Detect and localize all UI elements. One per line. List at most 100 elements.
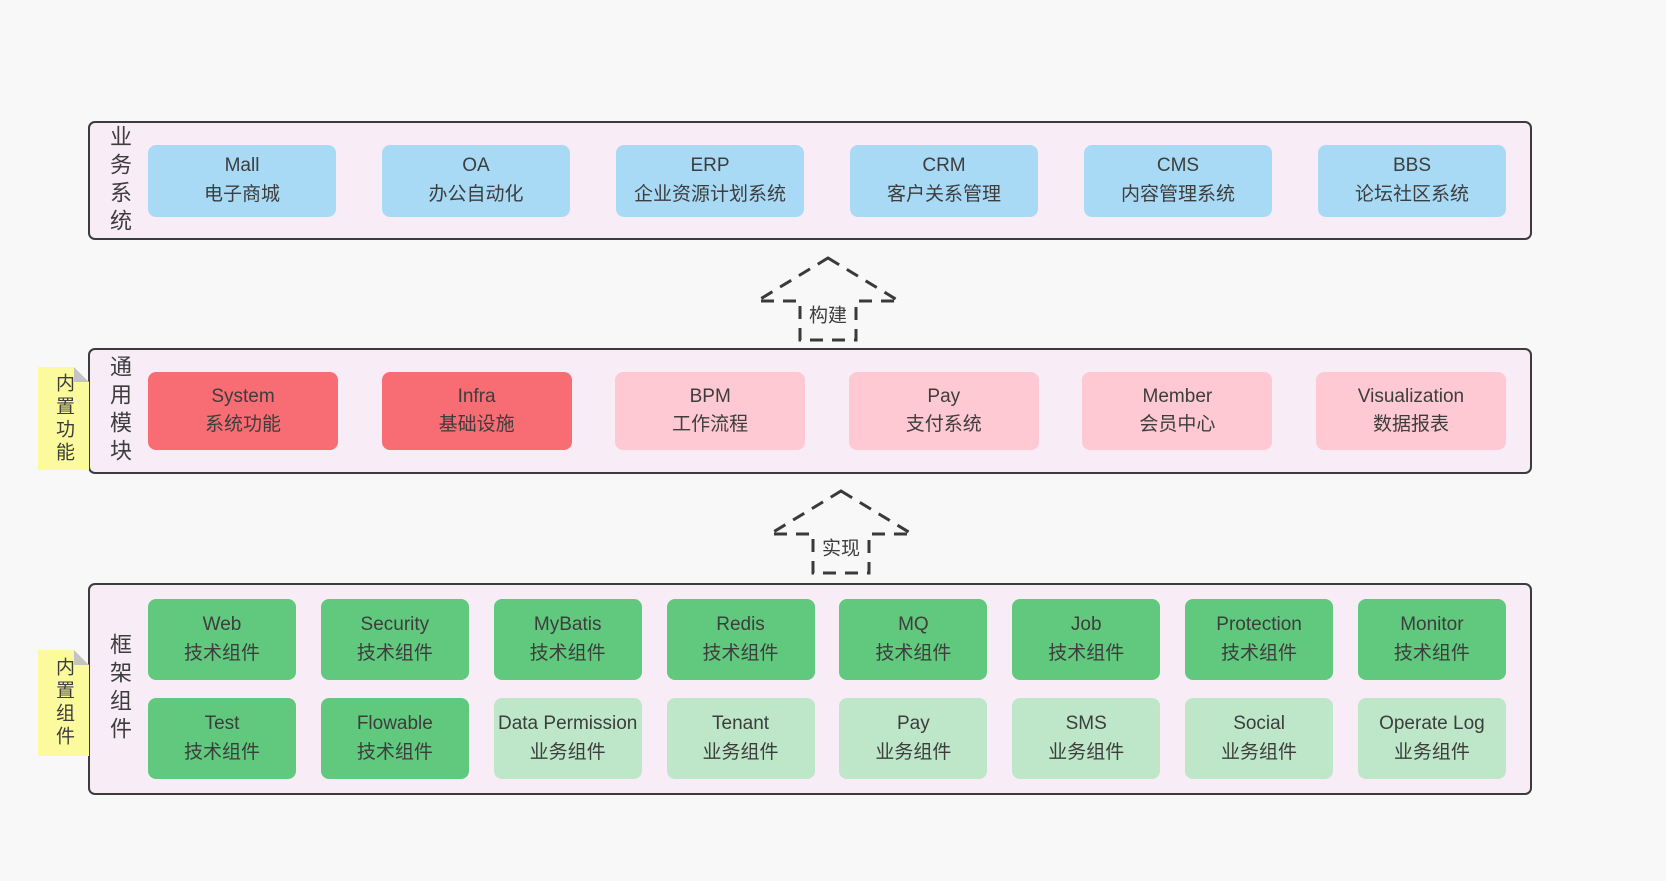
box-title: ERP bbox=[690, 155, 730, 176]
box-title: CMS bbox=[1156, 155, 1200, 176]
arrow-up-dashed-icon bbox=[753, 256, 903, 342]
box-subtitle: 支付系统 bbox=[905, 414, 982, 435]
box-visualization: Visualization 数据报表 bbox=[1315, 372, 1506, 450]
band-label-text: 业务系统 bbox=[107, 124, 132, 237]
box-subtitle: 会员中心 bbox=[1139, 414, 1216, 435]
box-bpm: BPM 工作流程 bbox=[615, 372, 806, 450]
module-boxes-row: System 系统功能 Infra 基础设施 BPM 工作流程 Pay 支付系统… bbox=[148, 350, 1530, 472]
box-operate-log: Operate Log 业务组件 bbox=[1357, 698, 1506, 779]
box-title: Mall bbox=[224, 155, 260, 176]
box-title: Protection bbox=[1216, 614, 1302, 635]
folded-corner-icon bbox=[74, 367, 89, 382]
box-subtitle: 业务组件 bbox=[529, 741, 606, 763]
box-subtitle: 业务组件 bbox=[875, 741, 952, 763]
box-title: Flowable bbox=[356, 713, 433, 734]
box-subtitle: 系统功能 bbox=[204, 414, 281, 435]
box-pay: Pay 支付系统 bbox=[848, 372, 1039, 450]
box-tenant: Tenant 业务组件 bbox=[666, 698, 815, 779]
box-pay-biz: Pay 业务组件 bbox=[839, 698, 988, 779]
box-title: Monitor bbox=[1400, 614, 1464, 635]
box-title: BPM bbox=[689, 385, 731, 407]
box-subtitle: 技术组件 bbox=[529, 642, 606, 664]
box-title: Test bbox=[204, 713, 240, 734]
box-test: Test 技术组件 bbox=[148, 698, 296, 779]
box-subtitle: 内容管理系统 bbox=[1120, 183, 1235, 205]
box-title: Member bbox=[1142, 385, 1213, 407]
box-sms: SMS 业务组件 bbox=[1012, 698, 1161, 779]
box-subtitle: 业务组件 bbox=[702, 741, 779, 763]
box-subtitle: 技术组件 bbox=[1048, 642, 1125, 664]
box-title: MyBatis bbox=[533, 614, 602, 635]
box-job: Job 技术组件 bbox=[1012, 599, 1161, 680]
build-arrow: 构建 bbox=[753, 256, 903, 342]
sticky-note-label: 内置功能 bbox=[53, 372, 74, 465]
sticky-note-builtin-features: 内置功能 bbox=[38, 367, 89, 470]
box-subtitle: 技术组件 bbox=[1221, 642, 1298, 664]
band-framework-components: 框架组件 Web 技术组件 Security 技术组件 MyBatis 技术组件… bbox=[88, 583, 1532, 795]
box-subtitle: 技术组件 bbox=[356, 741, 433, 763]
box-subtitle: 业务组件 bbox=[1048, 741, 1125, 763]
box-title: Visualization bbox=[1357, 385, 1465, 407]
box-monitor: Monitor 技术组件 bbox=[1357, 599, 1506, 680]
box-subtitle: 论坛社区系统 bbox=[1354, 183, 1469, 205]
band-label-common-modules: 通用模块 bbox=[90, 350, 148, 472]
box-title: Web bbox=[202, 614, 242, 635]
box-subtitle: 办公自动化 bbox=[428, 183, 524, 205]
box-title: System bbox=[211, 385, 275, 407]
box-subtitle: 技术组件 bbox=[1393, 642, 1470, 664]
box-title: Operate Log bbox=[1379, 713, 1485, 734]
box-title: Social bbox=[1233, 713, 1285, 734]
box-flowable: Flowable 技术组件 bbox=[320, 698, 469, 779]
box-erp: ERP 企业资源计划系统 bbox=[616, 144, 804, 217]
box-subtitle: 技术组件 bbox=[875, 642, 952, 664]
box-infra: Infra 基础设施 bbox=[381, 372, 572, 450]
sticky-note-builtin-components: 内置组件 bbox=[38, 650, 89, 756]
box-system: System 系统功能 bbox=[148, 372, 338, 450]
box-title: Security bbox=[360, 614, 430, 635]
band-label-business-systems: 业务系统 bbox=[90, 123, 148, 238]
implement-arrow: 实现 bbox=[766, 489, 916, 575]
band-common-modules: 通用模块 System 系统功能 Infra 基础设施 BPM 工作流程 Pay… bbox=[88, 348, 1532, 474]
box-security: Security 技术组件 bbox=[320, 599, 469, 680]
box-web: Web 技术组件 bbox=[148, 599, 296, 680]
box-title: Pay bbox=[897, 713, 930, 734]
box-bbs: BBS 论坛社区系统 bbox=[1318, 144, 1506, 217]
box-subtitle: 基础设施 bbox=[438, 414, 515, 435]
box-title: Pay bbox=[927, 385, 961, 407]
arrow-up-dashed-icon bbox=[766, 489, 916, 575]
box-title: Job bbox=[1070, 614, 1102, 635]
business-boxes-row: Mall 电子商城 OA 办公自动化 ERP 企业资源计划系统 CRM 客户关系… bbox=[148, 123, 1530, 238]
box-subtitle: 技术组件 bbox=[702, 642, 779, 664]
box-social: Social 业务组件 bbox=[1185, 698, 1334, 779]
band-business-systems: 业务系统 Mall 电子商城 OA 办公自动化 ERP 企业资源计划系统 CRM… bbox=[88, 121, 1532, 240]
box-subtitle: 企业资源计划系统 bbox=[633, 183, 786, 205]
folded-corner-icon bbox=[74, 650, 89, 665]
box-subtitle: 技术组件 bbox=[356, 642, 433, 664]
box-protection: Protection 技术组件 bbox=[1185, 599, 1334, 680]
box-cms: CMS 内容管理系统 bbox=[1084, 144, 1272, 217]
box-mall: Mall 电子商城 bbox=[148, 144, 336, 217]
box-crm: CRM 客户关系管理 bbox=[850, 144, 1038, 217]
box-data-permission: Data Permission 业务组件 bbox=[493, 698, 642, 779]
box-title: Tenant bbox=[712, 713, 770, 734]
box-title: Data Permission bbox=[497, 713, 638, 734]
box-subtitle: 技术组件 bbox=[183, 642, 260, 664]
component-boxes-grid: Web 技术组件 Security 技术组件 MyBatis 技术组件 Redi… bbox=[148, 585, 1530, 793]
box-mybatis: MyBatis 技术组件 bbox=[493, 599, 642, 680]
box-subtitle: 业务组件 bbox=[1221, 741, 1298, 763]
band-label-framework-components: 框架组件 bbox=[90, 585, 148, 793]
box-title: BBS bbox=[1392, 155, 1432, 176]
box-title: OA bbox=[462, 155, 490, 176]
box-title: SMS bbox=[1065, 713, 1107, 734]
box-subtitle: 客户关系管理 bbox=[886, 183, 1001, 205]
box-title: CRM bbox=[922, 155, 966, 176]
band-label-text: 通用模块 bbox=[107, 355, 132, 467]
box-oa: OA 办公自动化 bbox=[382, 144, 570, 217]
band-label-text: 框架组件 bbox=[107, 633, 132, 745]
box-title: Infra bbox=[457, 385, 496, 407]
box-title: Redis bbox=[716, 614, 765, 635]
box-redis: Redis 技术组件 bbox=[666, 599, 815, 680]
box-subtitle: 数据报表 bbox=[1372, 414, 1449, 435]
box-mq: MQ 技术组件 bbox=[839, 599, 988, 680]
